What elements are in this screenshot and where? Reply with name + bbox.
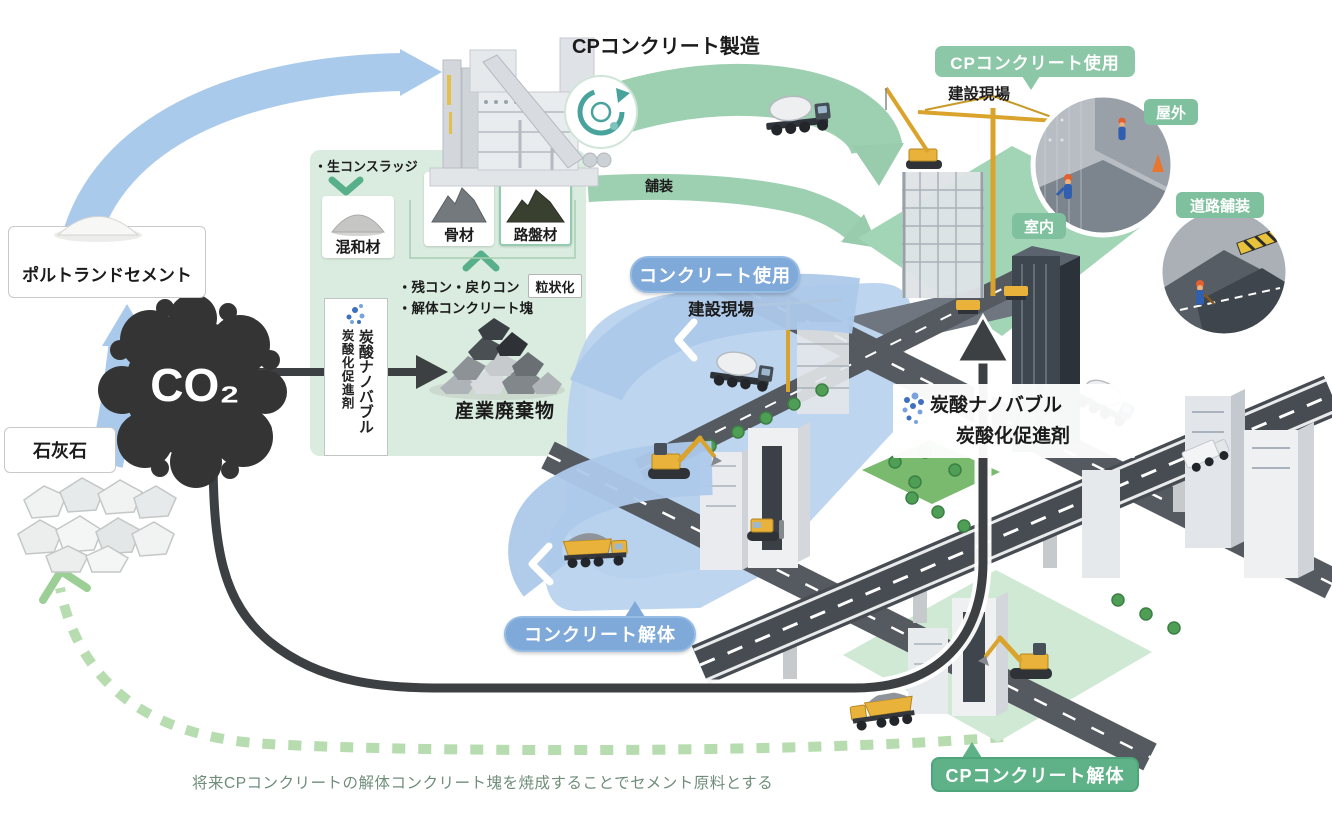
title-manufacturing: CPコンクリート製造: [572, 36, 760, 58]
cp-demolition-badge-tail: [962, 742, 982, 758]
mixer-truck-top: [766, 95, 831, 136]
accelerator-vertical-text: 炭酸ナノバブル 炭酸化促進剤: [339, 329, 374, 434]
nanobubble-label: 炭酸ナノバブル: [356, 329, 374, 434]
demolished-lumps-label: ・解体コンクリート塊: [398, 301, 533, 316]
granulation-chip: 粒状化: [528, 274, 582, 298]
nanobubble-note-box: [893, 384, 1135, 458]
nanobubble-note-line1: 炭酸ナノバブル: [930, 395, 1063, 416]
crawler-crane: [884, 86, 942, 169]
excavator-demolition-left: [648, 435, 722, 479]
admixture-label: 混和材: [335, 239, 381, 256]
recycle-icon: [564, 75, 638, 149]
excavator-demolition-right: [978, 635, 1052, 679]
bulldozer: [747, 518, 784, 541]
construction-site-right-label: 建設現場: [948, 86, 1011, 103]
dump-truck-left: [562, 533, 628, 569]
concrete-demolition-badge: コンクリート解体: [504, 616, 696, 652]
nanobubble-note-icon: [899, 392, 929, 435]
panel-chevrons: [328, 176, 576, 272]
industrial-waste-rubble: [429, 318, 565, 400]
roadbed-pile: [506, 189, 565, 223]
road-paving-inset-circle: [1157, 205, 1291, 339]
accelerator-label: 炭酸化促進剤: [339, 329, 354, 410]
cement-to-plant-arrow: [63, 49, 442, 241]
construction-site-left-label: 建設現場: [688, 301, 754, 319]
pavement-label: 舗装: [645, 178, 673, 194]
limestone-rocks: [17, 477, 177, 573]
admixture-pile: [330, 214, 386, 236]
cp-demolition-badge: CPコンクリート解体: [931, 757, 1139, 792]
pavement-green-arrow: [587, 173, 879, 248]
leftover-label: ・残コン・戻りコン: [398, 280, 520, 295]
box-truck-highway: [1181, 439, 1230, 472]
dump-truck-demolition: [849, 692, 915, 731]
industrial-waste-label: 産業廃棄物: [454, 401, 555, 422]
co2-label: CO₂: [150, 359, 240, 411]
aggregate-pile: [431, 187, 487, 223]
site-to-waste-band: [570, 273, 861, 402]
road-paving-chip: 道路舗装: [1176, 192, 1264, 218]
outdoor-chip: 屋外: [1144, 99, 1198, 125]
paver-machines: [956, 286, 1028, 314]
plant-to-site-green-arrow: [591, 63, 904, 186]
nanobubble-icon: [346, 304, 365, 324]
nanobubble-accelerator-box: 炭酸ナノバブル 炭酸化促進剤: [324, 298, 388, 456]
roadbed-label: 路盤材: [513, 228, 558, 244]
mixer-truck-mid: [710, 351, 774, 392]
co2-loop-arrow: [204, 312, 1012, 697]
nanobubble-note-line2: 炭酸化促進剤: [956, 426, 1071, 447]
cement-powder-pile: [48, 192, 148, 249]
concrete-use-badge: コンクリート使用: [630, 256, 800, 293]
indoor-chip: 室内: [1012, 213, 1066, 239]
sludge-label: ・生コンスラッジ: [314, 159, 418, 174]
aggregate-label: 骨材: [443, 227, 474, 244]
cp-use-badge-tail: [1022, 76, 1040, 90]
limestone-box: 石灰石: [4, 427, 116, 473]
cp-use-badge: CPコンクリート使用: [935, 46, 1135, 77]
future-note: 将来CPコンクリートの解体コンクリート塊を焼成することでセメント原料とする: [192, 775, 774, 792]
concrete-demolition-badge-tail: [625, 601, 645, 617]
co2-blob: [98, 294, 287, 488]
